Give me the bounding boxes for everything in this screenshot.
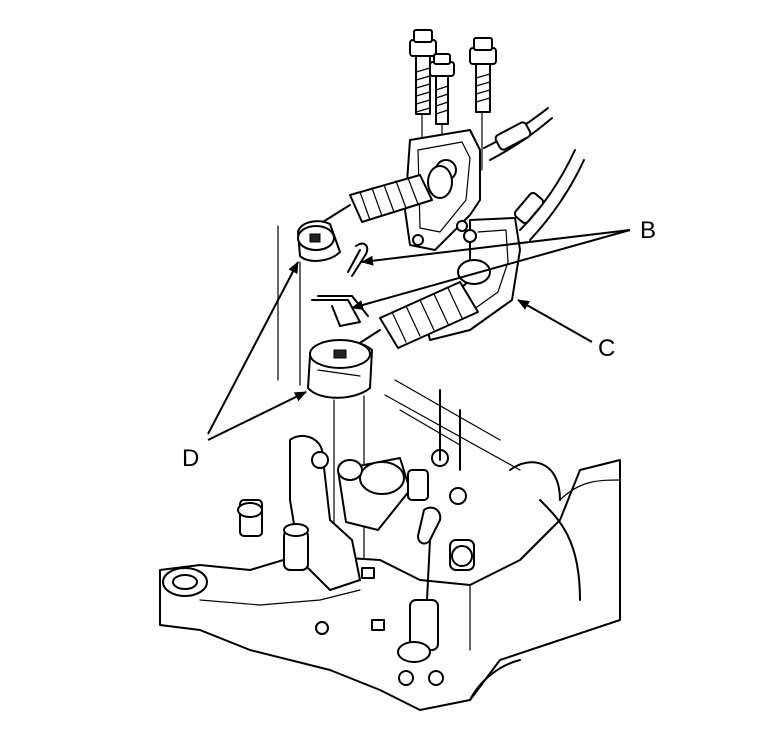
callout-d-label: D xyxy=(182,445,199,472)
leader-b-to-upper-pin xyxy=(361,229,631,266)
leader-d-to-lower-holder xyxy=(207,391,307,441)
cable-end-holder-upper xyxy=(277,220,341,386)
cable-end-holder-lower xyxy=(307,339,373,561)
shift-cables xyxy=(483,107,585,241)
callout-c-label: C xyxy=(598,335,615,362)
leader-b-to-lower-pin xyxy=(351,229,631,310)
leader-d-to-upper-holder xyxy=(207,261,299,435)
callout-b-label: B xyxy=(640,217,656,244)
leader-c-to-bracket xyxy=(517,299,593,343)
mounting-bolts xyxy=(409,29,497,241)
cable-boot-lower xyxy=(351,259,491,349)
bolt-middle xyxy=(429,53,455,125)
cable-boot-upper xyxy=(317,165,453,226)
control-rod xyxy=(397,506,442,663)
bolt-right xyxy=(469,37,497,113)
pivot-posts xyxy=(237,449,475,571)
selector-shaft-assembly xyxy=(337,457,411,531)
transmission-linkage xyxy=(159,379,621,711)
bolt-left xyxy=(409,29,437,115)
lock-pin-lower xyxy=(311,295,369,327)
case-bolts xyxy=(315,567,444,686)
leader-lines xyxy=(207,229,631,441)
cotter-pin-upper xyxy=(347,242,369,277)
